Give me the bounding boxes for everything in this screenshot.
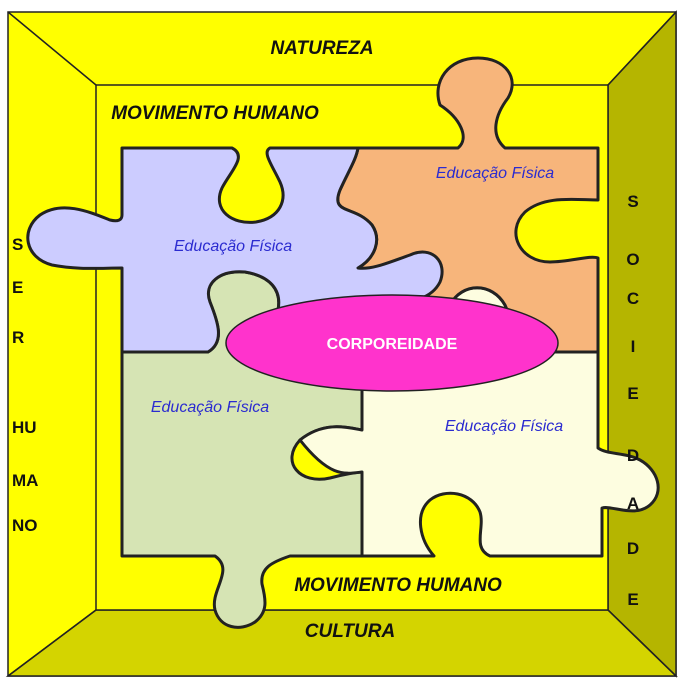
right-side-letter: C xyxy=(627,289,639,308)
center-label: CORPOREIDADE xyxy=(327,336,458,353)
right-side-letter: E xyxy=(627,590,638,609)
left-side-line: E xyxy=(12,278,23,297)
piece-label-top-left: Educação Física xyxy=(174,238,292,255)
label-top-natureza: NATUREZA xyxy=(270,38,373,59)
right-side-letter: S xyxy=(627,192,638,211)
center-ellipse xyxy=(225,294,559,392)
piece-label-bottom-right: Educação Física xyxy=(445,418,563,435)
piece-label-bottom-left: Educação Física xyxy=(151,399,269,416)
left-side-label-ser-humano: S E R HU MA NO xyxy=(12,235,38,535)
right-side-letter: D xyxy=(627,446,639,465)
frame-corner-line-tr xyxy=(607,11,677,86)
label-inner-top-movimento: MOVIMENTO HUMANO xyxy=(111,103,319,124)
frame-corner-line-br xyxy=(607,609,677,677)
left-side-line: S xyxy=(12,235,23,254)
frame-bottom-wall xyxy=(5,609,678,677)
right-side-label-sociedade: S O C I E D A D E xyxy=(626,192,639,609)
right-side-letter: E xyxy=(627,384,638,403)
left-side-line: NO xyxy=(12,516,38,535)
frame-corner-line-tl xyxy=(7,11,97,86)
label-bottom-cultura: CULTURA xyxy=(305,621,395,642)
left-side-line: HU xyxy=(12,418,37,437)
frame-corner-line-bl xyxy=(7,609,97,677)
right-side-letter: O xyxy=(626,250,639,269)
right-side-letter: A xyxy=(627,494,639,513)
frame-right-wall xyxy=(607,10,677,678)
piece-label-top-right: Educação Física xyxy=(436,165,554,182)
left-side-line: MA xyxy=(12,471,38,490)
right-side-letter: D xyxy=(627,539,639,558)
label-inner-bottom-movimento: MOVIMENTO HUMANO xyxy=(294,575,502,596)
left-side-line: R xyxy=(12,328,24,347)
right-side-letter: I xyxy=(631,337,636,356)
